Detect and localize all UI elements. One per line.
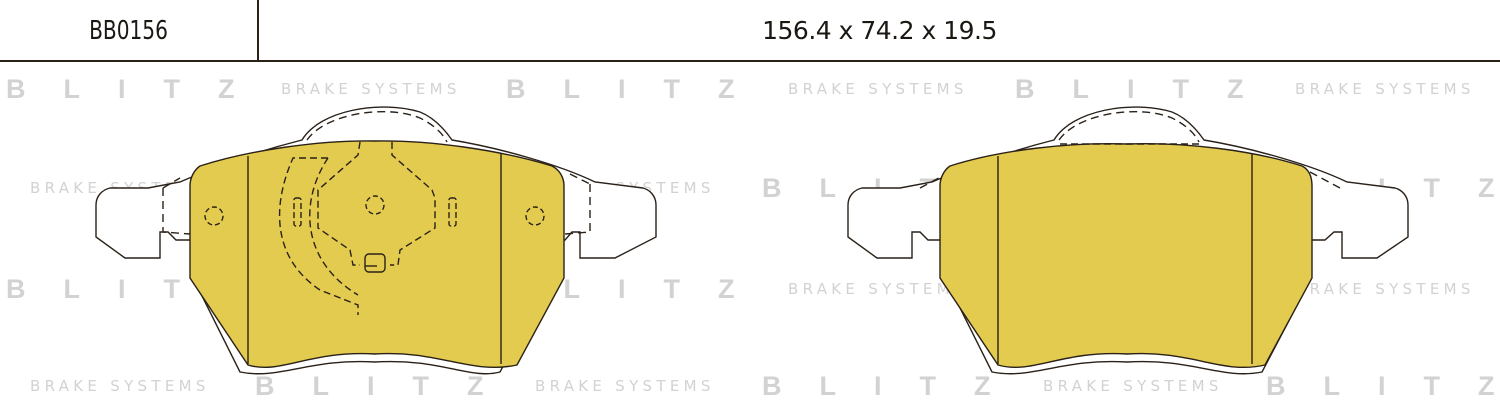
hole <box>525 206 545 226</box>
hole <box>365 195 385 215</box>
dimensions: 156.4 x 74.2 x 19.5 <box>762 16 997 45</box>
shim-outline <box>564 184 591 235</box>
sensor-tab <box>364 253 386 273</box>
part-number: BB0156 <box>89 16 168 46</box>
outer-pad <box>847 106 1409 375</box>
spring-clip-outline <box>317 141 436 266</box>
header-divider <box>257 0 259 61</box>
inner-pad <box>95 106 657 375</box>
clip-tab <box>448 197 457 227</box>
shim-outline <box>162 177 181 189</box>
clip-tab <box>293 197 302 227</box>
header-bar: BB0156 156.4 x 74.2 x 19.5 <box>0 0 1500 62</box>
hole <box>204 206 224 226</box>
shim-outline <box>306 111 448 143</box>
shim-outline <box>569 173 591 185</box>
shim-outline <box>162 188 191 235</box>
friction-material <box>939 143 1313 369</box>
